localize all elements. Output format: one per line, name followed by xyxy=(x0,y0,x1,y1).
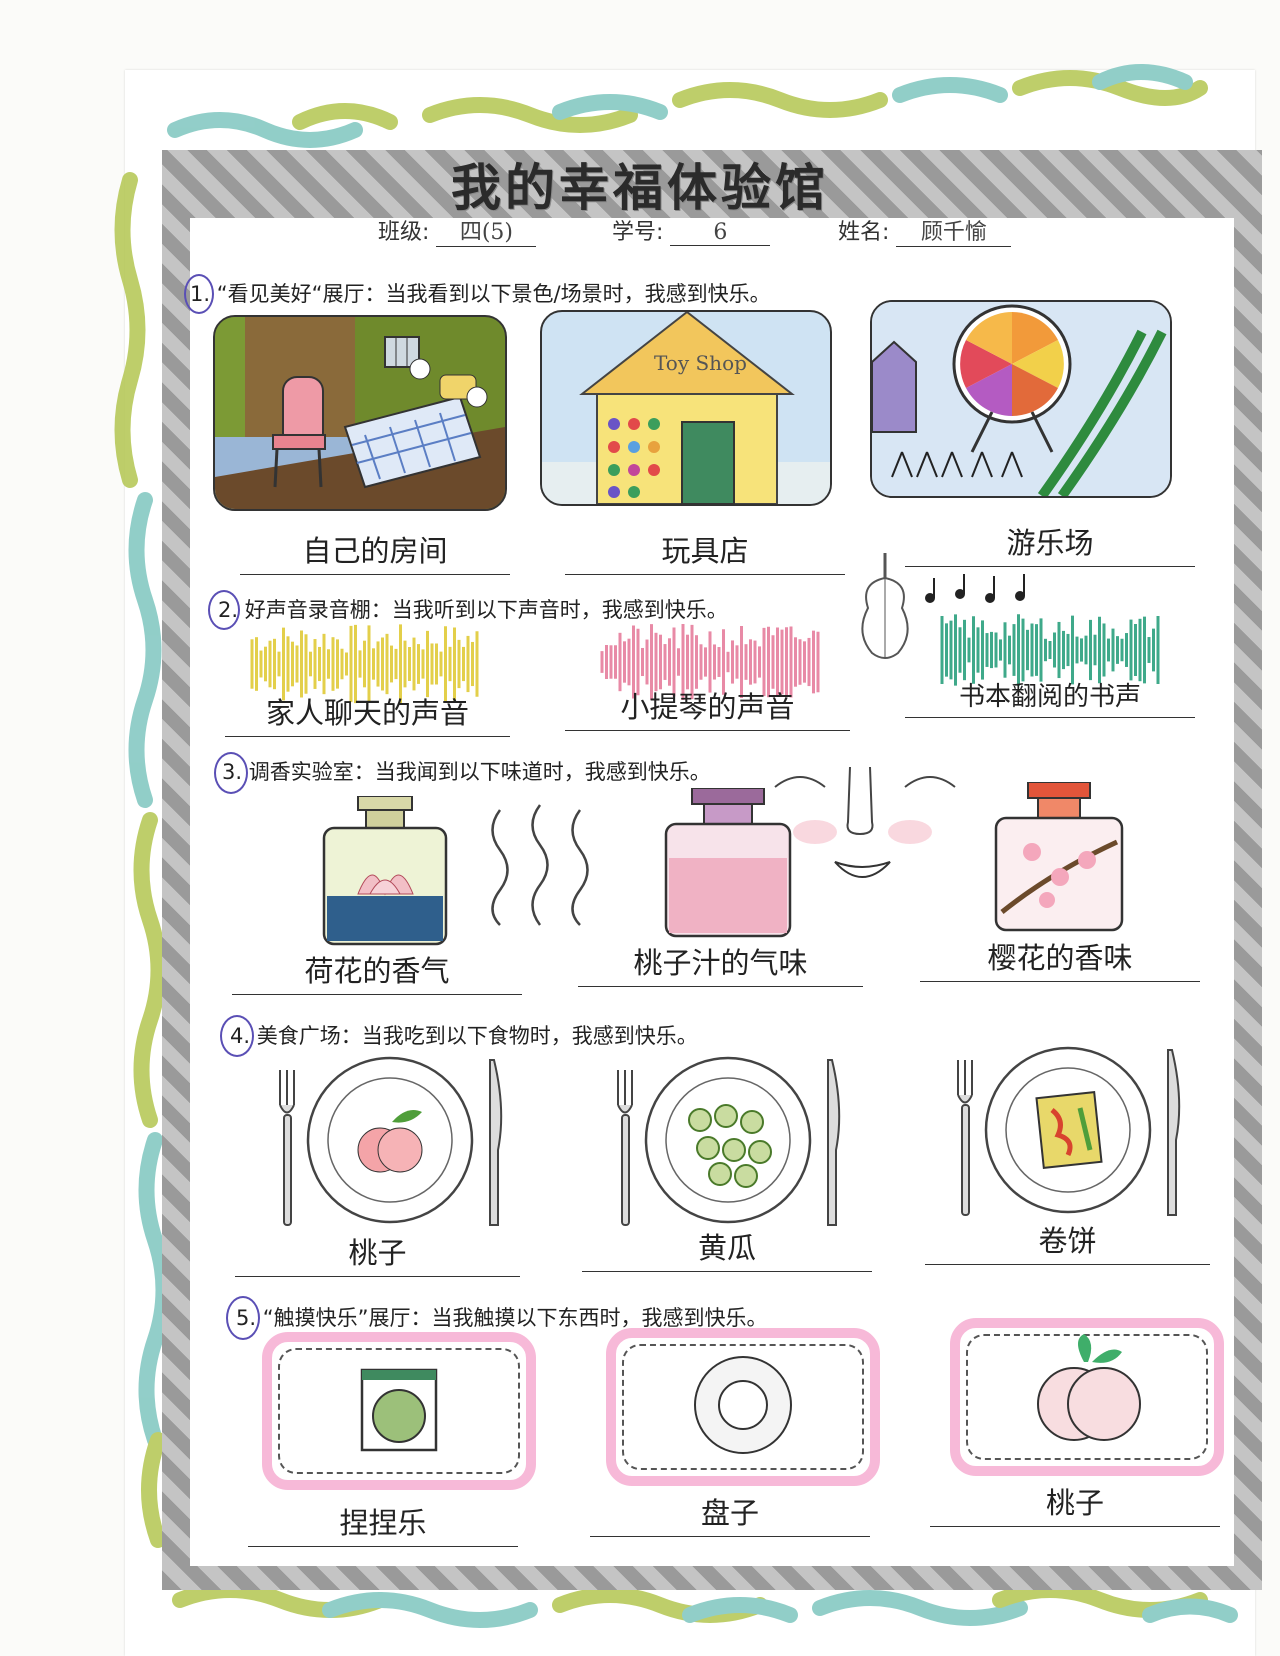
section-5-item-2-label: 盘子 xyxy=(590,1490,870,1537)
section-3-item-1-label: 荷花的香气 xyxy=(232,948,522,995)
section-2-number: 2. xyxy=(218,598,239,622)
section-5-heading: 5. “触摸快乐”展厅：当我触摸以下东西时，我感到快乐。 xyxy=(236,1302,768,1332)
page-title: 我的幸福体验馆 xyxy=(451,158,829,217)
face-nose-mouth-icon xyxy=(774,766,956,878)
perfume-bottle-peach-juice xyxy=(664,788,792,938)
section-1-heading: 1. “看见美好“展厅：当我看到以下景色/场景时，我感到快乐。 xyxy=(190,278,771,308)
section-4-item-3-label: 卷饼 xyxy=(925,1218,1210,1265)
section-2-circle-mark xyxy=(208,590,240,630)
music-notes-icon xyxy=(925,574,1025,603)
section-1-number: 1. xyxy=(190,282,211,306)
section-5-circle-mark xyxy=(226,1296,260,1340)
section-4-item-2-label: 黄瓜 xyxy=(582,1225,872,1272)
class-field: 班级: 四(5) xyxy=(378,214,537,247)
section-3-number: 3. xyxy=(222,760,243,784)
student-number-field: 学号: 6 xyxy=(612,214,771,246)
section-4-heading: 4. 美食广场：当我吃到以下食物时，我感到快乐。 xyxy=(230,1020,698,1050)
sound-wave-violin xyxy=(600,624,820,700)
scent-waves-icon xyxy=(491,804,589,926)
section-5-item-1-label: 捏捏乐 xyxy=(248,1500,518,1547)
violin-icon xyxy=(861,553,909,659)
section-1-heading-text: “看见美好“展厅：当我看到以下景色/场景时，我感到快乐。 xyxy=(216,282,771,306)
name-label: 姓名: xyxy=(838,220,890,245)
section-3-item-2-label: 桃子汁的气味 xyxy=(578,940,863,987)
name-field: 姓名: 顾千愉 xyxy=(838,214,1012,247)
touch-card-plate xyxy=(606,1328,880,1486)
student-number-label: 学号: xyxy=(612,220,664,245)
class-label: 班级: xyxy=(378,220,430,245)
student-number-value: 6 xyxy=(670,220,771,246)
touch-card-squishy-toy xyxy=(262,1332,536,1490)
section-4-item-1-label: 桃子 xyxy=(235,1230,520,1277)
drawing-own-room xyxy=(213,315,507,511)
section-3-item-3-label: 樱花的香味 xyxy=(920,935,1200,982)
section-2-item-3-label: 书本翻阅的书声 xyxy=(905,676,1195,718)
sound-wave-family-chat xyxy=(250,624,479,704)
section-1-item-2-label: 玩具店 xyxy=(565,528,845,575)
sound-wave-book-pages xyxy=(940,614,1160,686)
section-2-heading-text: 好声音录音棚：当我听到以下声音时，我感到快乐。 xyxy=(244,598,728,622)
section-5-item-3-label: 桃子 xyxy=(930,1480,1220,1527)
place-setting-cucumber xyxy=(617,1056,841,1226)
class-value: 四(5) xyxy=(436,214,537,247)
section-2-item-2-label: 小提琴的声音 xyxy=(565,684,850,731)
section-1-item-1-label: 自己的房间 xyxy=(240,528,510,575)
touch-card-peach xyxy=(950,1318,1224,1476)
name-value: 顾千愉 xyxy=(896,214,1012,247)
section-2-heading: 2. 好声音录音棚：当我听到以下声音时，我感到快乐。 xyxy=(218,594,728,624)
section-4-heading-text: 美食广场：当我吃到以下食物时，我感到快乐。 xyxy=(256,1024,698,1048)
place-setting-wrap xyxy=(957,1046,1181,1216)
section-5-heading-text: “触摸快乐”展厅：当我触摸以下东西时，我感到快乐。 xyxy=(262,1306,768,1330)
drawing-toy-shop: Toy Shop xyxy=(540,310,832,506)
toy-shop-sign: Toy Shop xyxy=(654,351,747,375)
section-4-number: 4. xyxy=(230,1024,251,1048)
place-setting-peach xyxy=(279,1056,503,1226)
section-5-number: 5. xyxy=(236,1306,257,1330)
section-1-circle-mark xyxy=(184,274,214,314)
section-2-item-1-label: 家人聊天的声音 xyxy=(225,690,510,737)
section-3-heading-text: 调香实验室：当我闻到以下味道时，我感到快乐。 xyxy=(248,760,711,784)
section-3-circle-mark xyxy=(214,752,248,794)
perfume-bottle-lotus xyxy=(322,796,448,946)
section-4-circle-mark xyxy=(220,1015,254,1057)
section-1-item-3-label: 游乐场 xyxy=(905,520,1195,567)
drawing-amusement-park xyxy=(870,300,1172,498)
perfume-bottle-cherry-blossom xyxy=(994,782,1124,932)
section-3-heading: 3. 调香实验室：当我闻到以下味道时，我感到快乐。 xyxy=(222,756,711,786)
